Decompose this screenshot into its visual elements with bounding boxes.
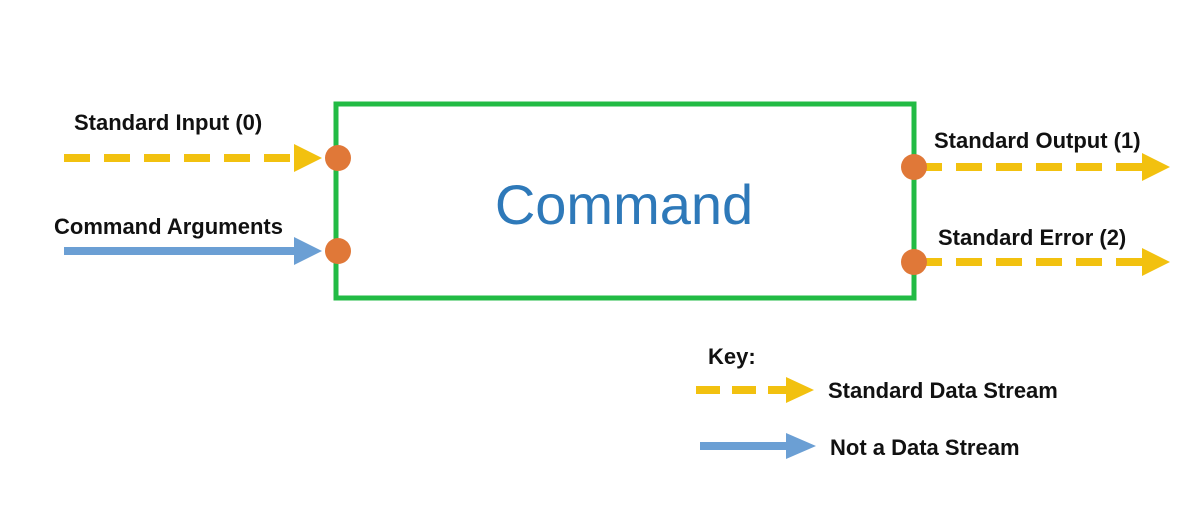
standard-input-label: Standard Input (0) [74, 110, 262, 135]
key-title: Key: [708, 344, 756, 369]
standard-output-label: Standard Output (1) [934, 128, 1141, 153]
standard-output-arrowhead [1142, 153, 1170, 181]
key-not-a-data-stream-label: Not a Data Stream [830, 435, 1020, 460]
key-standard-data-stream-label: Standard Data Stream [828, 378, 1058, 403]
command-arguments-label: Command Arguments [54, 214, 283, 239]
standard-error-arrowhead [1142, 248, 1170, 276]
standard-error-label: Standard Error (2) [938, 225, 1126, 250]
command-arguments-port [325, 238, 351, 264]
standard-input-port [325, 145, 351, 171]
standard-input-arrowhead [294, 144, 322, 172]
command-title: Command [495, 173, 753, 236]
command-arguments-arrowhead [294, 237, 322, 265]
standard-output-port [901, 154, 927, 180]
standard-error-port [901, 249, 927, 275]
command-box [333, 101, 917, 301]
key-non-data-stream-arrowhead [786, 433, 816, 459]
key-data-stream-arrowhead [786, 377, 814, 403]
